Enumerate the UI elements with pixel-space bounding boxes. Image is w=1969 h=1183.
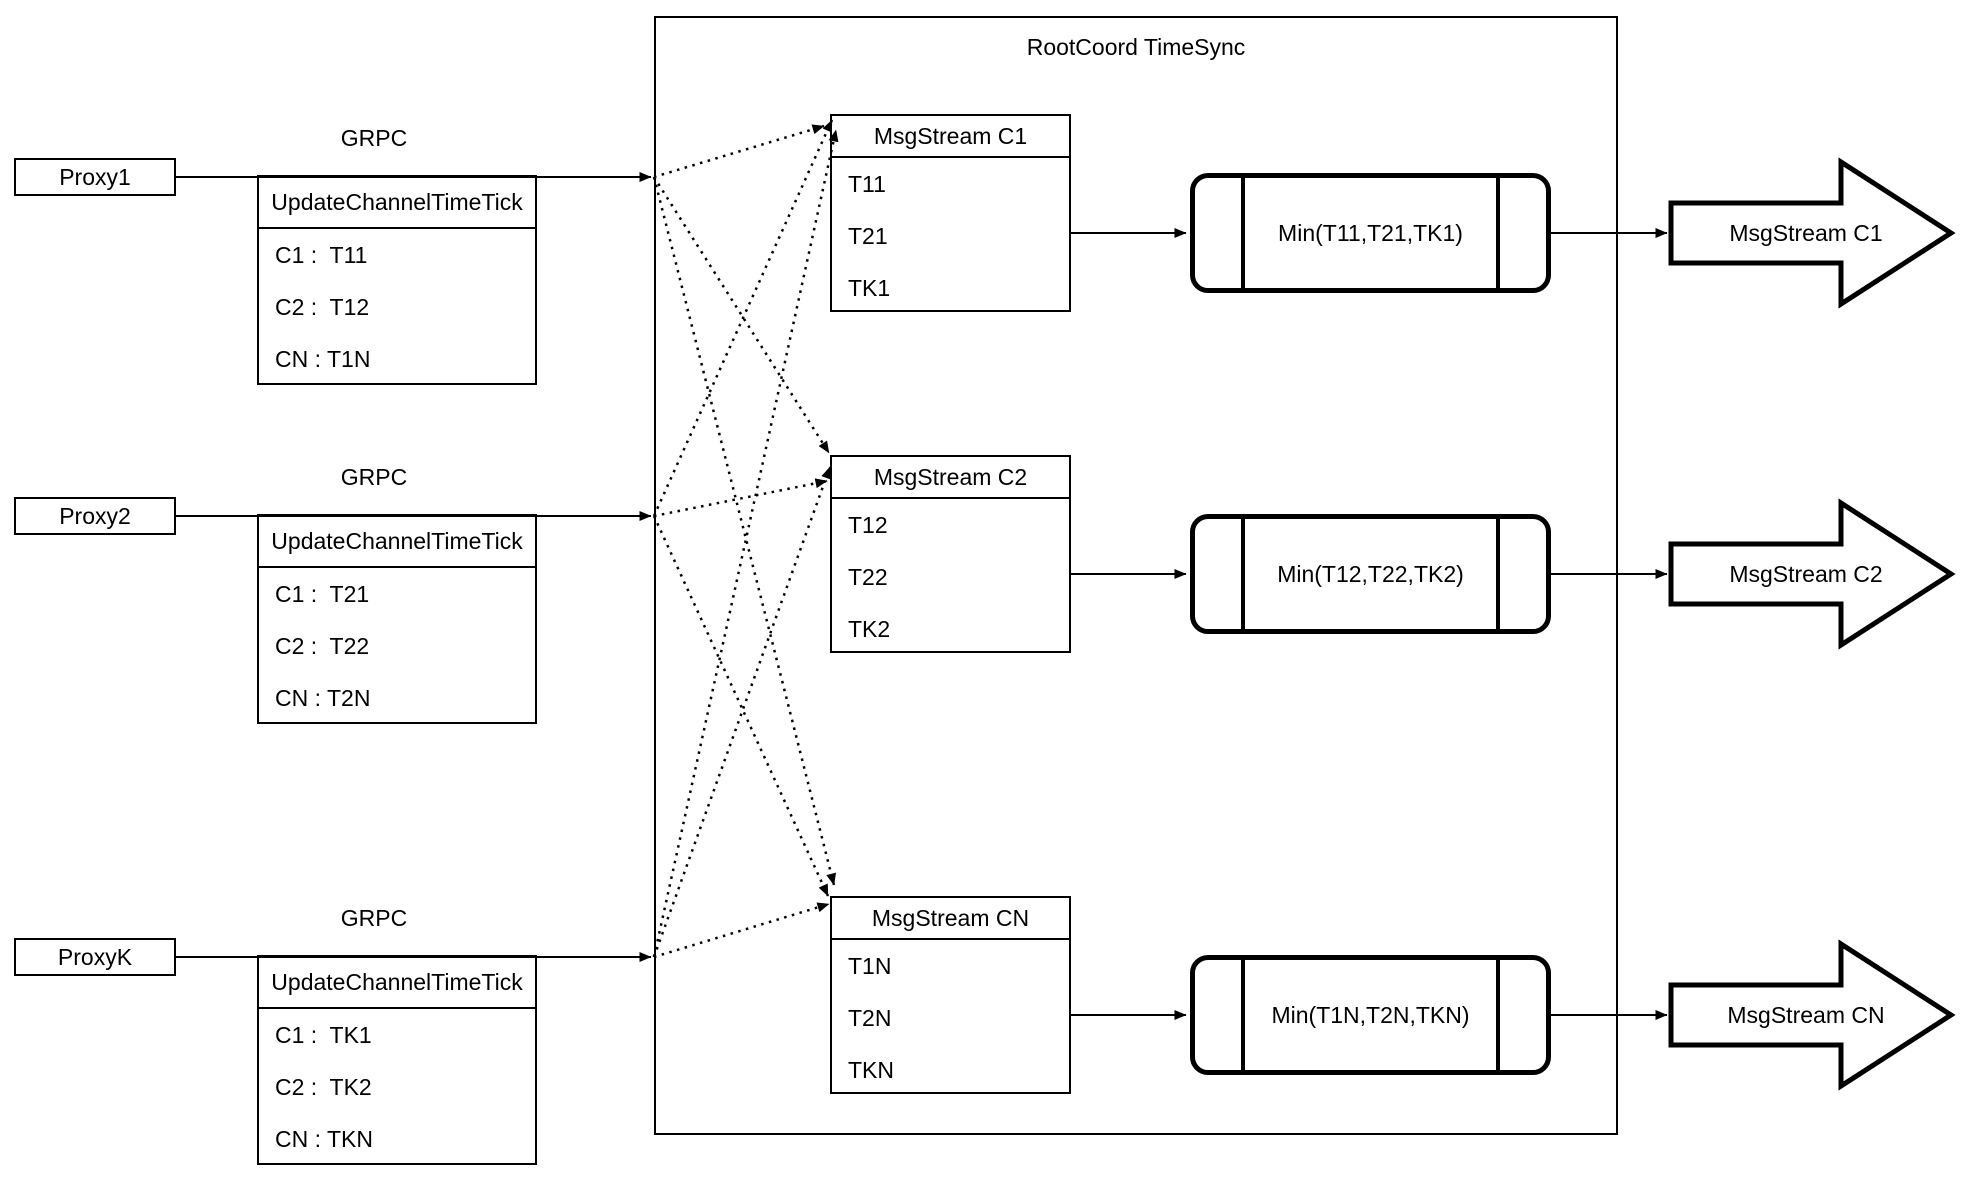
table-row: TKN	[848, 1056, 894, 1083]
table-row: C2 : TK2	[275, 1073, 372, 1100]
table-row: T21	[848, 222, 888, 249]
update-channel-timetick-table-2: UpdateChannelTimeTick C1 : T21 C2 : T22 …	[257, 514, 537, 724]
proxyk-box: ProxyK	[14, 938, 176, 976]
table-header: UpdateChannelTimeTick	[259, 177, 535, 229]
queue-divider	[1496, 519, 1500, 629]
proxy1-label: Proxy1	[59, 163, 131, 190]
rootcoord-title: RootCoord TimeSync	[1026, 34, 1246, 60]
table-row: C1 : T21	[275, 580, 370, 607]
min-queue-box-2: Min(T12,T22,TK2)	[1190, 514, 1551, 634]
table-row: T12	[848, 511, 888, 538]
min-label-3: Min(T1N,T2N,TKN)	[1271, 1001, 1470, 1028]
queue-divider	[1496, 960, 1500, 1070]
table-row: TK1	[848, 274, 891, 301]
msgstream-c1-table: MsgStream C1 T11 T21 TK1	[830, 114, 1071, 312]
output-arrow-label-2: MsgStream C2	[1729, 561, 1883, 587]
output-arrow-label-1: MsgStream C1	[1729, 220, 1883, 246]
table-header: MsgStream C2	[832, 457, 1069, 499]
queue-divider	[1241, 960, 1245, 1070]
grpc-label-3: GRPC	[340, 905, 408, 931]
update-channel-timetick-table-1: UpdateChannelTimeTick C1 : T11 C2 : T12 …	[257, 175, 537, 385]
min-queue-box-3: Min(T1N,T2N,TKN)	[1190, 955, 1551, 1075]
proxy2-label: Proxy2	[59, 502, 131, 529]
min-label-1: Min(T11,T21,TK1)	[1278, 219, 1463, 246]
msgstream-c2-table: MsgStream C2 T12 T22 TK2	[830, 455, 1071, 653]
table-row: TK2	[848, 615, 891, 642]
queue-divider	[1241, 519, 1245, 629]
table-row: T11	[848, 170, 886, 197]
table-row: C1 : T11	[275, 241, 368, 268]
table-row: CN : TKN	[275, 1125, 373, 1152]
output-arrow-label-3: MsgStream CN	[1727, 1002, 1885, 1028]
grpc-label-2: GRPC	[340, 464, 408, 490]
table-row: C1 : TK1	[275, 1021, 372, 1048]
queue-divider	[1241, 178, 1245, 288]
table-header: MsgStream CN	[832, 898, 1069, 940]
table-header: MsgStream C1	[832, 116, 1069, 158]
table-row: C2 : T12	[275, 293, 370, 320]
min-queue-box-1: Min(T11,T21,TK1)	[1190, 173, 1551, 293]
update-channel-timetick-table-3: UpdateChannelTimeTick C1 : TK1 C2 : TK2 …	[257, 955, 537, 1165]
table-row: CN : T1N	[275, 345, 371, 372]
min-label-2: Min(T12,T22,TK2)	[1277, 560, 1464, 587]
table-header: UpdateChannelTimeTick	[259, 516, 535, 568]
proxyk-label: ProxyK	[57, 943, 133, 970]
grpc-label-1: GRPC	[340, 125, 408, 151]
table-row: C2 : T22	[275, 632, 370, 659]
queue-divider	[1496, 178, 1500, 288]
table-row: T22	[848, 563, 888, 590]
table-row: CN : T2N	[275, 684, 371, 711]
table-row: T1N	[848, 952, 892, 979]
table-row: T2N	[848, 1004, 892, 1031]
proxy2-box: Proxy2	[14, 497, 176, 535]
proxy1-box: Proxy1	[14, 158, 176, 196]
table-header: UpdateChannelTimeTick	[259, 957, 535, 1009]
msgstream-cn-table: MsgStream CN T1N T2N TKN	[830, 896, 1071, 1094]
